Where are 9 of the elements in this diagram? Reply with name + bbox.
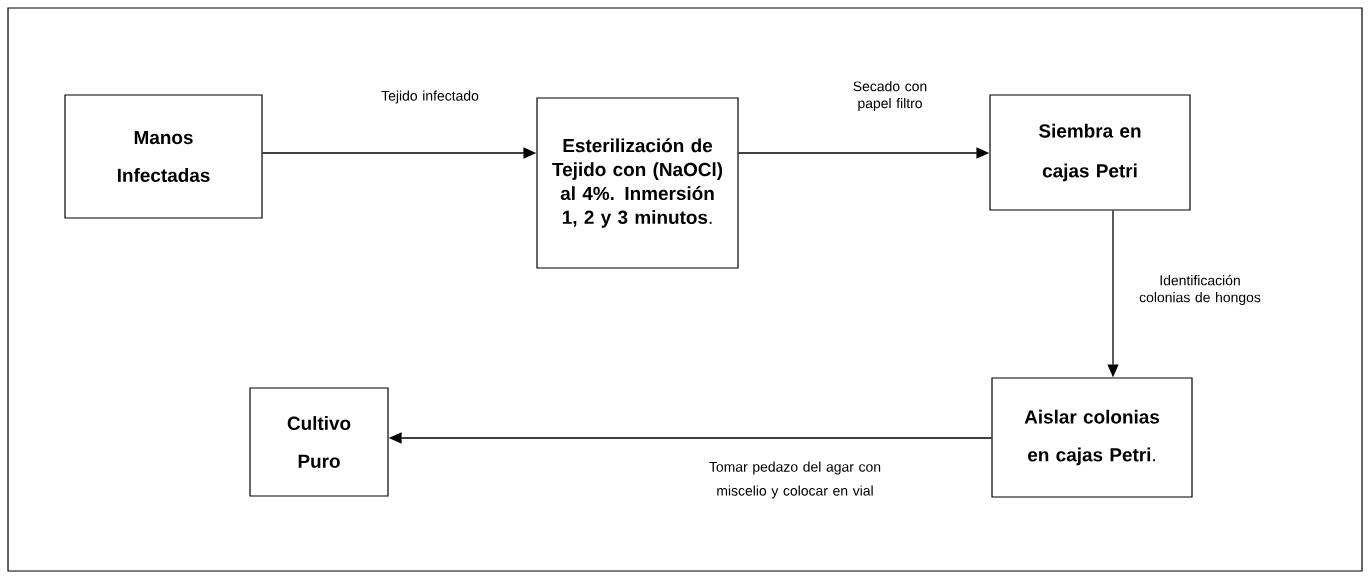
process-box: Manos Infectadas (64, 94, 263, 219)
process-box: Cultivo Puro (249, 387, 389, 497)
edge-label: Secado con papel filtro (853, 81, 927, 111)
process-box: Esterilización de Tejido con (NaOCl) al 4%. Inmersión 1, 2 y 3 minutos. (536, 97, 739, 269)
edge-label: Tejido infectado (381, 90, 479, 104)
edge-label: Identificación colonias de hongos (1139, 274, 1261, 306)
edge-label: Tomar pedazo del agar con miscelio y colocar en vial (709, 461, 881, 499)
process-box: Aislar colonias en cajas Petri. (991, 377, 1193, 498)
process-box: Siembra en cajas Petri (989, 94, 1191, 211)
